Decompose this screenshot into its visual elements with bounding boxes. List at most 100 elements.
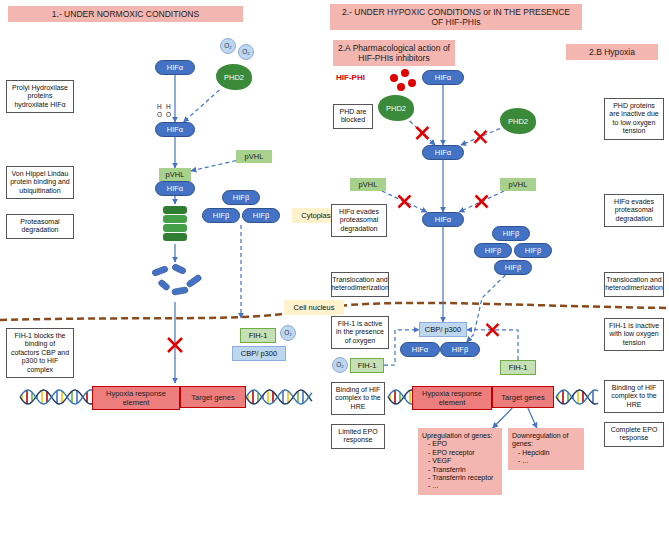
oxygen-circle: O₂ [332, 357, 348, 373]
note-box: HIFα evades proteasomal degradation [604, 194, 664, 227]
phd-enzyme: PHD2 [378, 95, 414, 121]
node-text: - VEGF [428, 457, 451, 465]
node-text: pVHL [245, 152, 264, 161]
node-text: HIFα [167, 63, 183, 72]
pvhl-box: pVHL [236, 150, 272, 163]
node-text: Proteasomal degradation [10, 218, 70, 235]
node-text: HIFβ [503, 229, 519, 238]
node-text: HIFβ [505, 263, 521, 272]
note-box: FIH-1 is inactive with low oxygen tensio… [604, 318, 664, 351]
node-text: Hypoxia response element [95, 389, 177, 407]
hif-pill: HIFβ [474, 243, 512, 258]
pvhl-box: pVHL [350, 178, 386, 191]
arrow [442, 160, 443, 212]
arrow [174, 196, 175, 204]
oxygen-circle: O₂ [280, 325, 296, 341]
node-text: 2.B Hypoxia [589, 47, 635, 57]
node-text: - Hepcidin [518, 449, 550, 457]
note-box: Binding of HIF complex to the HRE [604, 380, 664, 413]
node-text: - ... [518, 457, 528, 465]
node-text: HIFα [435, 148, 451, 157]
hif-pill: HIFβ [514, 243, 552, 258]
node-text: FIH-1 [249, 331, 268, 340]
node-text: CBP/ p300 [241, 349, 277, 358]
note-box: Complete EPO response [604, 422, 664, 447]
node-text: HIFβ [233, 193, 249, 202]
inhibitor-dots [390, 69, 416, 91]
hif-pill: HIFβ [202, 208, 240, 223]
node-text: PHD2 [508, 117, 528, 126]
hif-pill: HIFα [400, 342, 440, 357]
node-text: FIH-1 [358, 361, 377, 370]
dashed-arrow [183, 90, 219, 122]
node-text: HIFα evades proteasomal degradation [608, 198, 660, 223]
arrow [174, 137, 175, 168]
node-text: PHD2 [224, 73, 244, 82]
hif-pill: HIFα [155, 122, 195, 137]
compartment-tag: Cell nucleus [284, 300, 344, 315]
node-text: HIFα evades proteasomal degradation [335, 208, 383, 233]
gene-list-box: Downregulation of genes:- Hepcidin- ... [508, 428, 584, 470]
node-text: - EPO [428, 440, 447, 448]
label-text: O [157, 112, 162, 119]
hif-pill: HIFα [422, 212, 464, 227]
arrow [528, 408, 537, 428]
cofactor-box: CBP/ p300 [419, 322, 467, 337]
dashed-arrow [459, 191, 504, 212]
hif-pill: HIFβ [492, 226, 530, 241]
phd-enzyme: PHD2 [216, 64, 252, 90]
note-box: Translocation and heterodimerization [604, 272, 664, 297]
node-text: HIFβ [253, 211, 269, 220]
node-text: pVHL [359, 180, 378, 189]
node-text: O₂ [242, 48, 250, 56]
node-text: FIH-1 [509, 363, 528, 372]
note-box: FIH-1 blocks the binding of cofactors CB… [6, 328, 74, 378]
note-box: PHD are blocked [333, 104, 373, 129]
node-text: O₂ [284, 329, 292, 337]
arrow [174, 75, 175, 122]
note-box: Binding of HIF complex to the HRE [331, 382, 385, 415]
node-text: Upregulation of genes: [422, 432, 492, 440]
pvhl-box: pVHL [500, 178, 536, 191]
arrow [442, 85, 443, 145]
node-text: Complete EPO response [608, 426, 660, 443]
node-text: O₂ [224, 42, 232, 50]
arrow [442, 227, 443, 322]
hif-pill: HIFα [422, 145, 464, 160]
dashed-arrow [382, 191, 427, 212]
node-text: FIH-1 is inactive with low oxygen tensio… [608, 322, 660, 347]
node-text: HIFα [412, 345, 428, 354]
label-text: H [166, 104, 171, 111]
dashed-arrow [191, 161, 236, 171]
dna-element-box: Target genes [180, 386, 246, 408]
arrow [174, 302, 175, 383]
hif-pill: HIFβ [242, 208, 280, 223]
panel-header: 2.B Hypoxia [566, 44, 658, 60]
node-text: - Transferrin [428, 466, 466, 474]
node-text: - Transferrin receptor [428, 474, 493, 482]
fih-box: FIH-1 [350, 358, 384, 373]
node-text: HIFβ [485, 246, 501, 255]
note-box: HIFα evades proteasomal degradation [331, 204, 387, 237]
oxygen-circle: O₂ [220, 38, 236, 54]
node-text: Prolyl Hydroxilase proteins hydroxilate … [10, 84, 70, 109]
panel-header: 2.- UNDER HYPOXIC CONDITIONS or IN THE P… [330, 4, 582, 30]
node-text: Cell nucleus [294, 303, 335, 312]
dashed-arrow [461, 129, 500, 145]
node-text: HIFβ [525, 246, 541, 255]
arrow [493, 408, 513, 428]
block-mark [474, 131, 486, 143]
note-box: PHD proteins are inactive due to low oxy… [604, 98, 664, 140]
block-mark [487, 324, 499, 336]
fih-box: FIH-1 [500, 360, 536, 375]
block-mark [476, 196, 488, 208]
note-box: Translocation and heterodimerization [331, 272, 389, 297]
arrow [174, 244, 175, 262]
label-text: O [166, 112, 171, 119]
note-box: Proteasomal degradation [6, 214, 74, 239]
node-text: Downregulation of genes: [512, 432, 580, 449]
block-mark [398, 196, 410, 208]
node-text: PHD are blocked [337, 108, 369, 125]
pvhl-box: pVHL [159, 168, 191, 181]
